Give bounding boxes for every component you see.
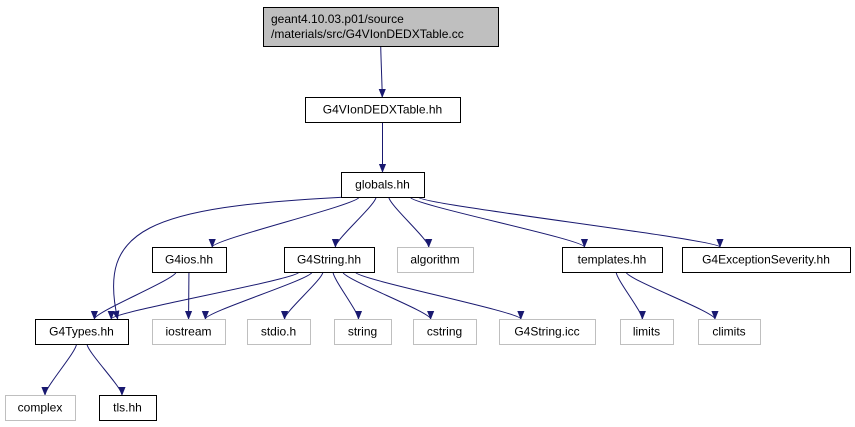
edge-g4ios-hh-to-g4types-hh xyxy=(90,271,177,320)
edge-root-to-g4viondedxtable-hh xyxy=(378,45,386,98)
edge-globals-hh-to-g4string-hh xyxy=(331,196,377,248)
node-box xyxy=(247,319,311,345)
node-box xyxy=(620,319,674,345)
node-g4ios-hh[interactable]: G4ios.hh xyxy=(152,247,227,273)
node-label: complex xyxy=(18,401,63,415)
node-g4exceptionseverity-hh[interactable]: G4ExceptionSeverity.hh xyxy=(682,247,851,273)
edge-g4string-hh-to-iostream xyxy=(201,271,313,320)
node-box xyxy=(562,247,663,273)
node-box xyxy=(499,319,596,345)
node-g4string-icc[interactable]: G4String.icc xyxy=(499,319,596,345)
edge-globals-hh-to-g4types-hh xyxy=(112,196,348,320)
node-box xyxy=(305,97,461,123)
node-label: globals.hh xyxy=(355,178,410,192)
node-label: iostream xyxy=(165,325,211,339)
edge-templates-hh-to-climits xyxy=(625,271,719,320)
edge-globals-hh-to-templates-hh xyxy=(409,196,588,248)
node-box xyxy=(341,172,425,198)
node-algorithm[interactable]: algorithm xyxy=(397,247,474,273)
node-label: stdio.h xyxy=(261,325,296,339)
node-box xyxy=(397,247,474,273)
edge-g4string-hh-to-stdio-h xyxy=(281,271,324,320)
node-limits[interactable]: limits xyxy=(620,319,674,345)
edge-templates-hh-to-limits xyxy=(615,271,646,320)
node-box xyxy=(99,395,157,421)
node-stdio-h[interactable]: stdio.h xyxy=(247,319,311,345)
node-root[interactable]: geant4.10.03.p01/source/materials/src/G4… xyxy=(263,7,499,47)
node-label: climits xyxy=(712,325,745,339)
node-label: geant4.10.03.p01/source xyxy=(271,12,404,26)
node-box xyxy=(334,319,392,345)
node-climits[interactable]: climits xyxy=(698,319,761,345)
edge-g4string-hh-to-cstring xyxy=(342,271,435,320)
node-label: /materials/src/G4VIonDEDXTable.cc xyxy=(271,27,464,41)
node-globals-hh[interactable]: globals.hh xyxy=(341,172,425,198)
edge-g4string-hh-to-g4types-hh xyxy=(107,271,300,320)
node-box xyxy=(5,395,76,421)
edge-globals-hh-to-algorithm xyxy=(388,196,433,248)
node-box xyxy=(35,319,129,345)
edge-g4string-hh-to-g4string-icc xyxy=(354,271,525,320)
node-g4viondedxtable-hh[interactable]: G4VIonDEDXTable.hh xyxy=(305,97,461,123)
node-label: tls.hh xyxy=(113,401,142,415)
node-g4string-hh[interactable]: G4String.hh xyxy=(284,247,375,273)
nodes-layer: geant4.10.03.p01/source/materials/src/G4… xyxy=(5,7,851,421)
node-label: cstring xyxy=(427,325,462,339)
node-templates-hh[interactable]: templates.hh xyxy=(562,247,663,273)
edge-globals-hh-to-g4ios-hh xyxy=(208,196,360,248)
edge-g4types-hh-to-tls-hh xyxy=(86,343,126,396)
node-label: G4ExceptionSeverity.hh xyxy=(702,253,830,267)
node-complex[interactable]: complex xyxy=(5,395,76,421)
node-box xyxy=(152,319,226,345)
node-label: G4String.icc xyxy=(514,325,579,339)
node-box xyxy=(284,247,375,273)
node-box xyxy=(263,7,499,47)
node-g4types-hh[interactable]: G4Types.hh xyxy=(35,319,129,345)
node-label: G4ios.hh xyxy=(165,253,213,267)
node-iostream[interactable]: iostream xyxy=(152,319,226,345)
edge-g4types-hh-to-complex xyxy=(41,343,78,396)
node-label: G4String.hh xyxy=(297,253,361,267)
node-label: string xyxy=(348,325,377,339)
node-cstring[interactable]: cstring xyxy=(413,319,477,345)
edge-globals-hh-to-g4exceptionseverity-hh xyxy=(417,196,724,248)
edge-g4string-hh-to-string xyxy=(332,271,363,320)
node-box xyxy=(413,319,477,345)
node-label: templates.hh xyxy=(578,253,647,267)
node-box xyxy=(152,247,227,273)
edges-layer xyxy=(41,45,724,396)
node-tls-hh[interactable]: tls.hh xyxy=(99,395,157,421)
node-string[interactable]: string xyxy=(334,319,392,345)
node-label: algorithm xyxy=(410,253,459,267)
node-label: G4VIonDEDXTable.hh xyxy=(323,103,442,117)
node-box xyxy=(682,247,851,273)
node-label: G4Types.hh xyxy=(49,325,114,339)
node-box xyxy=(698,319,761,345)
node-label: limits xyxy=(633,325,660,339)
